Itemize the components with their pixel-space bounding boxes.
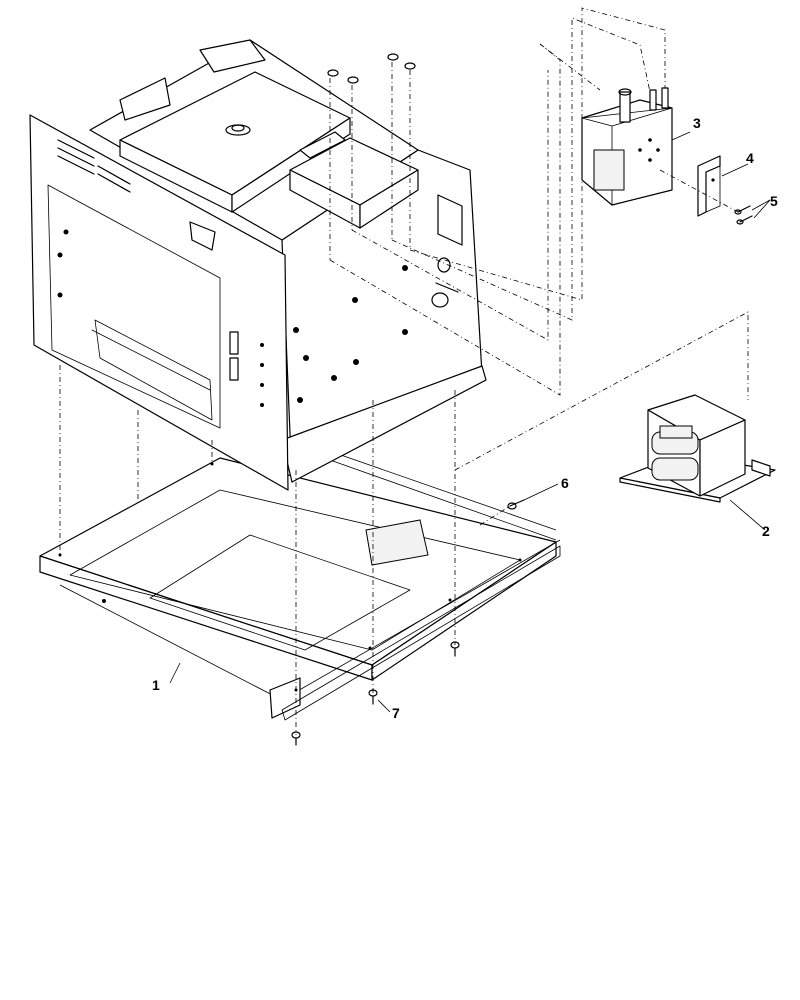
base-pan [39,453,561,721]
leader-lines [169,131,771,713]
oven-cavity [29,39,487,491]
bracket [697,155,721,217]
callout-3: 3 [693,115,701,131]
magnetron [581,87,673,206]
callout-2: 2 [762,523,770,539]
callout-7: 7 [392,705,400,721]
callout-5: 5 [770,193,778,209]
transformer [619,394,776,503]
assembly-lines [59,7,749,735]
callout-6: 6 [561,475,569,491]
callout-labels: 1 2 3 4 5 6 7 [152,115,778,721]
callout-4: 4 [746,150,754,166]
callout-1: 1 [152,677,160,693]
